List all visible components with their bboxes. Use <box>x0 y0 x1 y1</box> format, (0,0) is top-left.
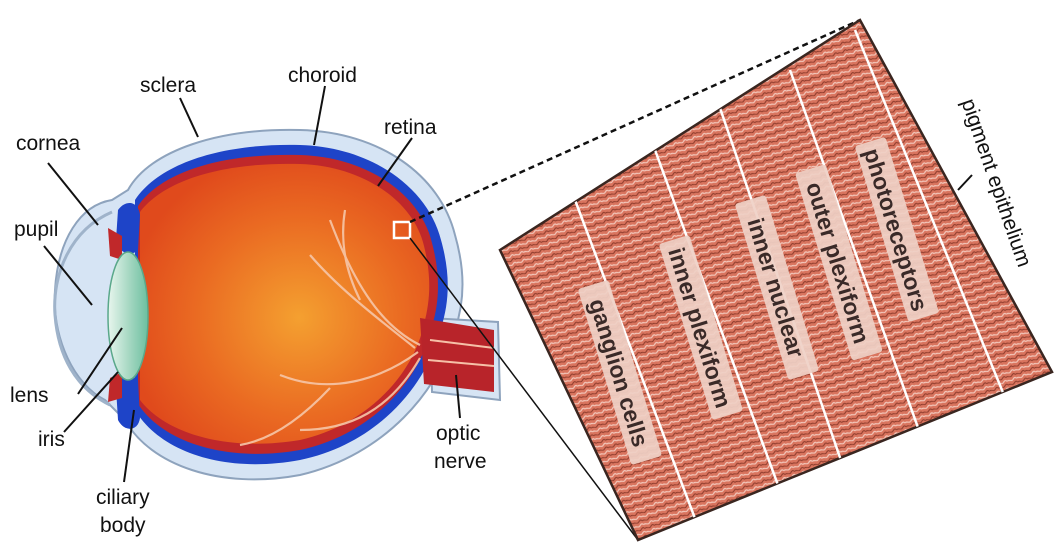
label-optic-nerve-line1: optic <box>436 422 480 445</box>
lens-shape <box>108 252 148 380</box>
label-ciliary-body-line1: ciliary <box>96 486 150 509</box>
eyeball <box>55 130 500 479</box>
label-ciliary-body-line2: body <box>100 514 146 537</box>
label-cornea: cornea <box>16 132 81 155</box>
label-choroid: choroid <box>288 64 357 87</box>
label-pupil: pupil <box>14 218 58 241</box>
label-retina: retina <box>384 116 437 139</box>
label-lens: lens <box>10 384 49 407</box>
label-sclera: sclera <box>140 74 196 97</box>
label-iris: iris <box>38 428 65 451</box>
label-optic-nerve-line2: nerve <box>434 450 487 473</box>
